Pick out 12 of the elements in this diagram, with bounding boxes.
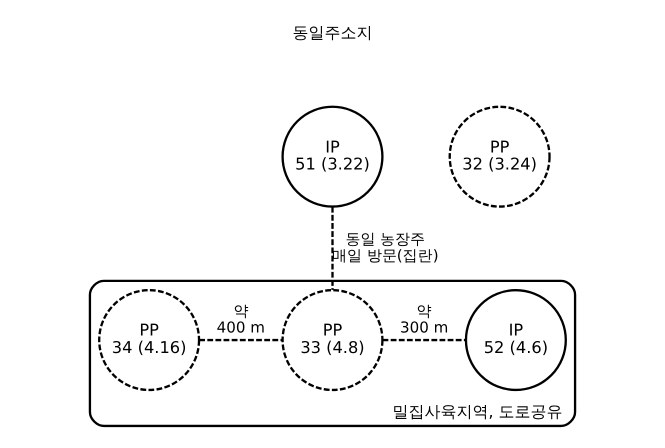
node-circle: IP 51 (3.22) [281, 106, 384, 208]
connector [331, 206, 334, 290]
edge-label: 동일 농장주 매일 방문(집란) [332, 230, 439, 264]
connector [199, 338, 282, 342]
node-circle: PP 33 (4.8) [281, 289, 384, 392]
node-circle: PP 34 (4.16) [98, 289, 200, 392]
label: 동일주소지 [292, 22, 372, 42]
edge-label: 약 300 m [400, 302, 448, 336]
connector [382, 338, 466, 342]
edge-label: 약 400 m [216, 302, 265, 336]
node-circle: PP 32 (3.24) [448, 106, 551, 208]
node-circle: IP 52 (4.6) [464, 289, 567, 392]
